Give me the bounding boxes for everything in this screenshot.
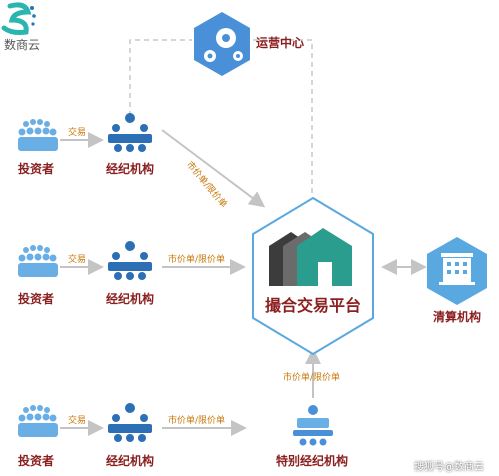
special-broker-icon: [293, 405, 333, 446]
bank-icon: [439, 253, 475, 285]
special-order-label: 市价单/限价单: [283, 373, 341, 383]
special-broker-label: 特别经纪机构: [276, 454, 349, 468]
platform-building-icon: [269, 228, 352, 286]
broker-icon-3: [108, 403, 152, 442]
watermark: 搜狐号@数商云: [414, 462, 484, 473]
order-label-3: 市价单/限价单: [168, 416, 226, 426]
logo-mark: [1, 2, 36, 35]
order-label-2: 市价单/限价单: [168, 255, 226, 265]
investor-icon-2: [18, 245, 58, 277]
clearing-label: 清算机构: [433, 310, 482, 324]
arrow-order-1: [161, 129, 266, 208]
investor-label-3: 投资者: [18, 454, 55, 468]
trade-label-2: 交易: [68, 255, 87, 265]
dashed-link-ops-platform: [253, 39, 313, 195]
broker-label-3: 经纪机构: [106, 454, 155, 468]
broker-label-2: 经纪机构: [106, 292, 155, 306]
broker-icon-1: [108, 113, 152, 152]
investor-label-1: 投资者: [18, 162, 55, 176]
trade-label-1: 交易: [68, 128, 87, 138]
broker-icon-2: [108, 241, 152, 280]
trade-label-3: 交易: [68, 416, 87, 426]
dashed-link-ops-broker: [129, 39, 192, 116]
investor-icon-1: [18, 119, 58, 151]
broker-label-1: 经纪机构: [106, 162, 155, 176]
ops-center-label: 运营中心: [256, 36, 305, 50]
platform-label: 撮合交易平台: [265, 296, 362, 315]
gear-icon: [204, 28, 243, 62]
investor-label-2: 投资者: [18, 292, 55, 306]
logo-text: 数商云: [4, 38, 41, 52]
investor-icon-3: [18, 405, 58, 437]
